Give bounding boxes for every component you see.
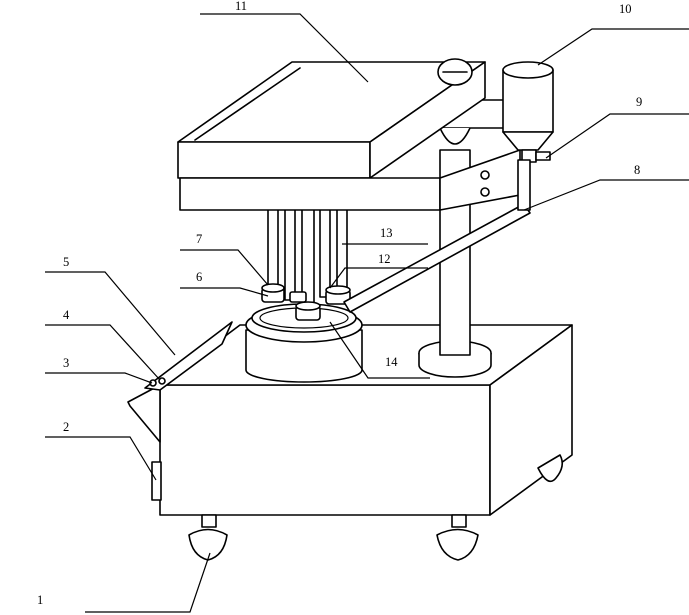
nut-left: [289, 291, 307, 303]
label-10: 10: [619, 2, 632, 16]
side-bracket: [517, 159, 531, 211]
reference-numerals: 1 2 3 4 5 6 7 8 9 10 11 12 13 14: [37, 0, 642, 607]
leader-lines: [45, 13, 689, 613]
mount-plate: [179, 149, 521, 211]
front-caster-left: [188, 514, 228, 561]
label-13: 13: [380, 226, 393, 240]
base-cabinet: [159, 324, 573, 516]
label-4: 4: [63, 308, 70, 322]
nut-center: [295, 301, 321, 321]
oblique-arm: [343, 203, 531, 313]
nut-7: [261, 283, 285, 303]
switch-box: [151, 461, 162, 501]
label-3: 3: [63, 356, 69, 370]
label-14: 14: [385, 355, 398, 369]
top-knob: [437, 58, 473, 86]
label-12: 12: [378, 252, 391, 266]
front-caster-right: [436, 514, 479, 561]
label-2: 2: [63, 420, 69, 434]
label-9: 9: [636, 95, 642, 109]
hopper: [502, 61, 554, 163]
cylinder-body: [245, 303, 363, 383]
label-5: 5: [63, 255, 69, 269]
lamp-housing: [177, 61, 486, 179]
rear-caster: [537, 454, 564, 483]
label-1: 1: [37, 593, 43, 607]
nut-12: [325, 285, 351, 305]
label-7: 7: [196, 232, 202, 246]
label-6: 6: [196, 270, 202, 284]
label-8: 8: [634, 163, 640, 177]
control-panel: [127, 321, 233, 443]
label-11: 11: [235, 0, 247, 13]
